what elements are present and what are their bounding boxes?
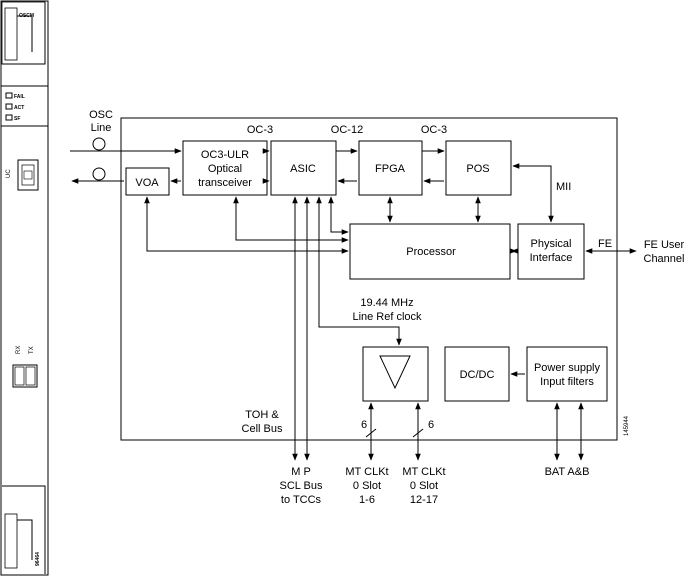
mt-clk-b-line1: MT CLKt bbox=[402, 466, 445, 478]
power-supply-block bbox=[526, 346, 608, 402]
oc3-line2: Optical bbox=[208, 163, 242, 175]
line-label: Line bbox=[91, 122, 112, 134]
asic-label: ASIC bbox=[290, 163, 316, 175]
scl-mp-label: M P bbox=[291, 466, 311, 478]
mii-label: MII bbox=[556, 181, 571, 193]
scl-bus-label: SCL Bus bbox=[279, 480, 323, 492]
oc3-line1: OC3-ULR bbox=[201, 149, 249, 161]
bus-width-a: 6 bbox=[361, 419, 367, 431]
mt-clk-b-line2: 0 Slot bbox=[410, 480, 438, 492]
mii-link bbox=[512, 163, 554, 223]
toh-line2: Cell Bus bbox=[242, 423, 283, 435]
power-line2: Input filters bbox=[540, 376, 594, 388]
mt-clk-a-line1: MT CLKt bbox=[345, 466, 388, 478]
oc12-rate: OC-12 bbox=[331, 124, 363, 136]
mt-clk-a-line3: 1-6 bbox=[359, 494, 375, 506]
clock-line1: 19.44 MHz bbox=[360, 297, 413, 309]
physical-interface-block bbox=[517, 223, 585, 280]
sf-led-label: SF bbox=[14, 116, 20, 122]
oc3-rate-a: OC-3 bbox=[247, 124, 273, 136]
pos-block bbox=[445, 140, 512, 196]
clock-block bbox=[362, 346, 429, 402]
fpga-label: FPGA bbox=[375, 163, 406, 175]
rx-label: RX bbox=[16, 346, 22, 354]
physical-line2: Interface bbox=[530, 252, 573, 264]
power-line1: Power supply bbox=[534, 362, 601, 374]
fe-user-line1: FE User bbox=[644, 239, 685, 251]
card-label: OSCM bbox=[19, 13, 34, 19]
card-part-number: 96464 bbox=[35, 552, 41, 566]
osc-connector-out bbox=[92, 167, 106, 181]
oc3-rate-b: OC-3 bbox=[421, 124, 447, 136]
sf-led bbox=[5, 114, 13, 121]
fail-led bbox=[5, 92, 13, 99]
bus-width-b: 6 bbox=[428, 419, 434, 431]
bat-label: BAT A&B bbox=[545, 466, 590, 478]
fpga-block bbox=[358, 140, 423, 196]
clock-ref-link bbox=[316, 196, 402, 346]
dcdc-block bbox=[444, 346, 510, 402]
fe-user-line2: Channel bbox=[644, 253, 685, 265]
tx-label: TX bbox=[29, 346, 35, 354]
voa-label: VOA bbox=[135, 177, 159, 189]
oc3-ulr-block bbox=[182, 140, 268, 196]
clock-line2: Line Ref clock bbox=[352, 311, 422, 323]
asic-block bbox=[270, 140, 337, 196]
mt-clk-a-line2: 0 Slot bbox=[353, 480, 381, 492]
dcdc-label: DC/DC bbox=[460, 369, 495, 381]
act-led-label: ACT bbox=[14, 105, 24, 111]
pos-label: POS bbox=[466, 163, 489, 175]
figure-id: 145944 bbox=[624, 415, 630, 436]
mt-clk-b-line3: 12-17 bbox=[410, 494, 438, 506]
voa-block bbox=[125, 167, 170, 196]
osc-connector-in bbox=[92, 137, 106, 151]
voa-processor-link bbox=[144, 196, 349, 254]
toh-line1: TOH & bbox=[245, 409, 279, 421]
osc-label: OSC bbox=[89, 109, 113, 121]
buffer-triangle-icon bbox=[379, 355, 411, 390]
card-faceplate: OSCM FAIL ACT SF UC RX TX 96464 bbox=[0, 0, 49, 576]
fail-led-label: FAIL bbox=[14, 94, 25, 100]
processor-label: Processor bbox=[406, 246, 456, 258]
uc-port-label: UC bbox=[6, 169, 12, 178]
act-led bbox=[5, 103, 13, 110]
physical-line1: Physical bbox=[531, 238, 572, 250]
oc3-line3: transceiver bbox=[198, 177, 252, 189]
fe-label: FE bbox=[598, 238, 612, 250]
to-tccs-label: to TCCs bbox=[281, 494, 322, 506]
